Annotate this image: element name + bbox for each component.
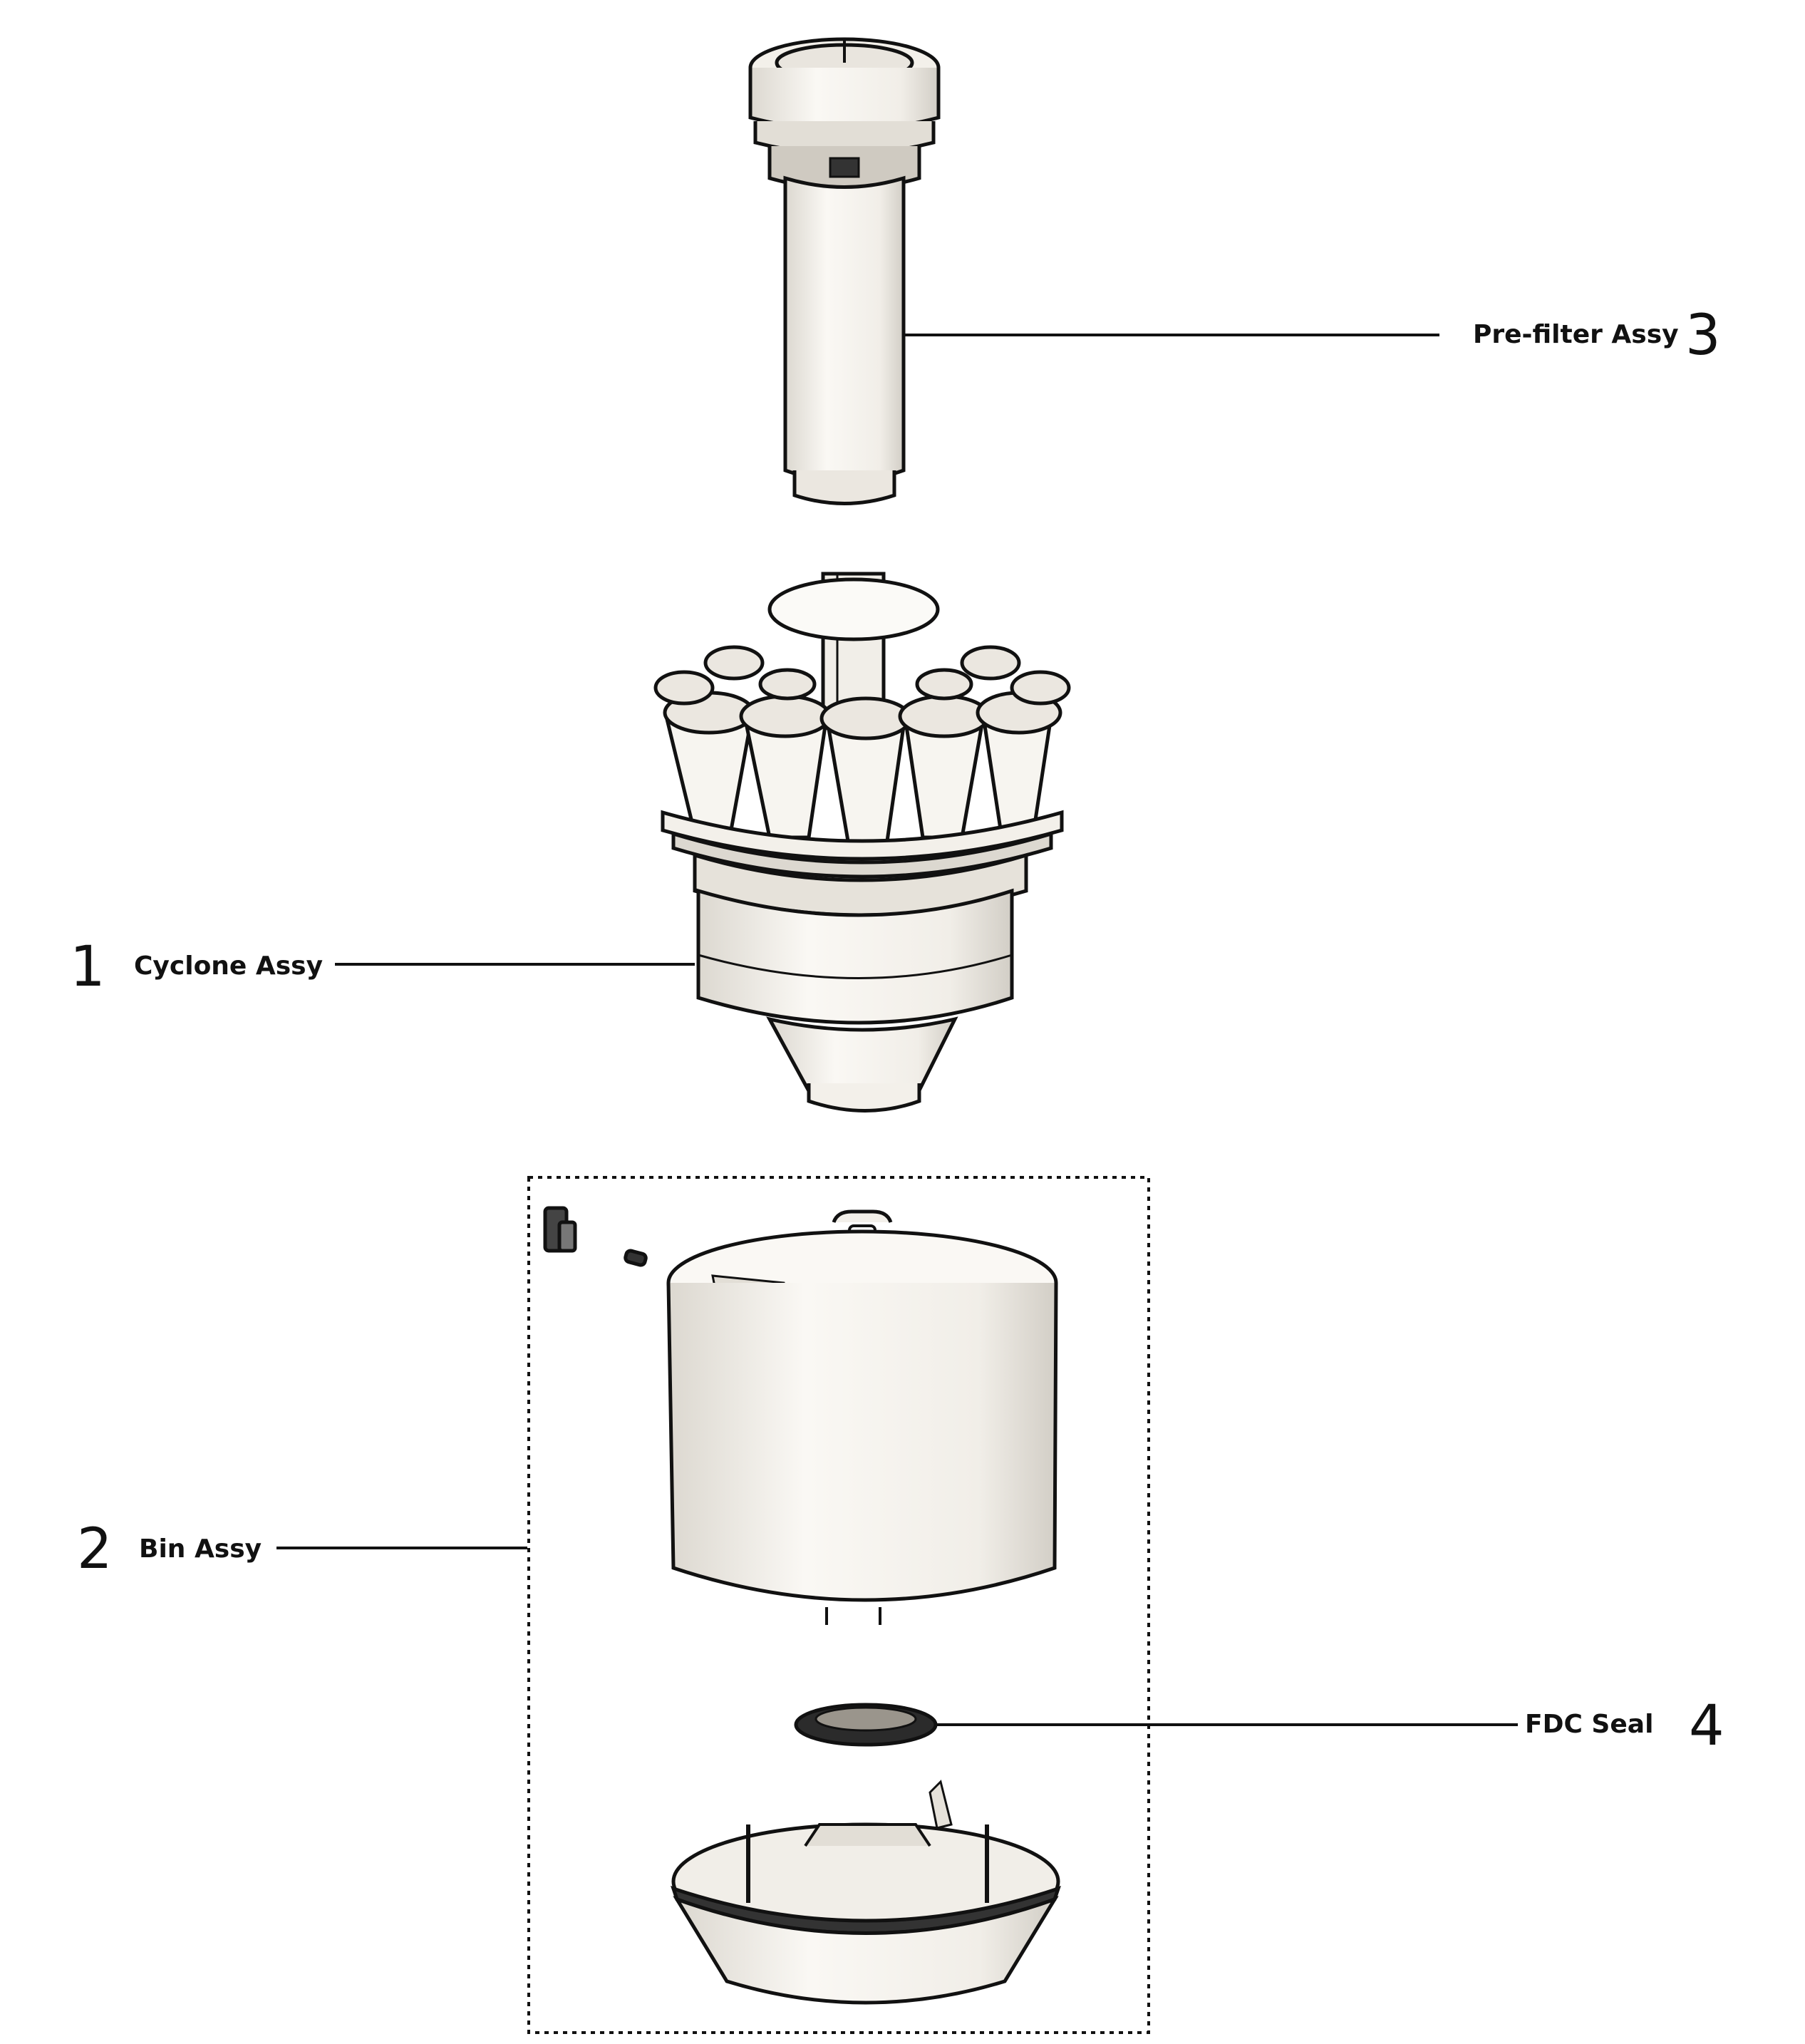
- bin-assembly: [543, 1206, 1061, 2005]
- callout-pre-filter: Pre-filter Assy 3: [1473, 304, 1721, 368]
- cyclone-assembly: [653, 572, 1071, 1113]
- callout-bin: 2 Bin Assy: [77, 1517, 262, 1581]
- callout-label: Bin Assy: [139, 1534, 262, 1564]
- callout-number: 1: [70, 935, 105, 999]
- callout-number: 2: [77, 1517, 113, 1581]
- callout-cyclone: 1 Cyclone Assy: [70, 935, 323, 999]
- callout-label: Pre-filter Assy: [1473, 320, 1679, 349]
- callout-number: 4: [1689, 1694, 1724, 1758]
- pre-filter-assembly: [748, 37, 941, 505]
- callout-label: Cyclone Assy: [134, 951, 323, 981]
- bin-assembly-frame: [527, 1176, 1150, 2034]
- callout-number: 3: [1685, 304, 1721, 368]
- callout-label: FDC Seal: [1525, 1710, 1653, 1739]
- callout-fdc-seal: FDC Seal 4: [1525, 1694, 1724, 1758]
